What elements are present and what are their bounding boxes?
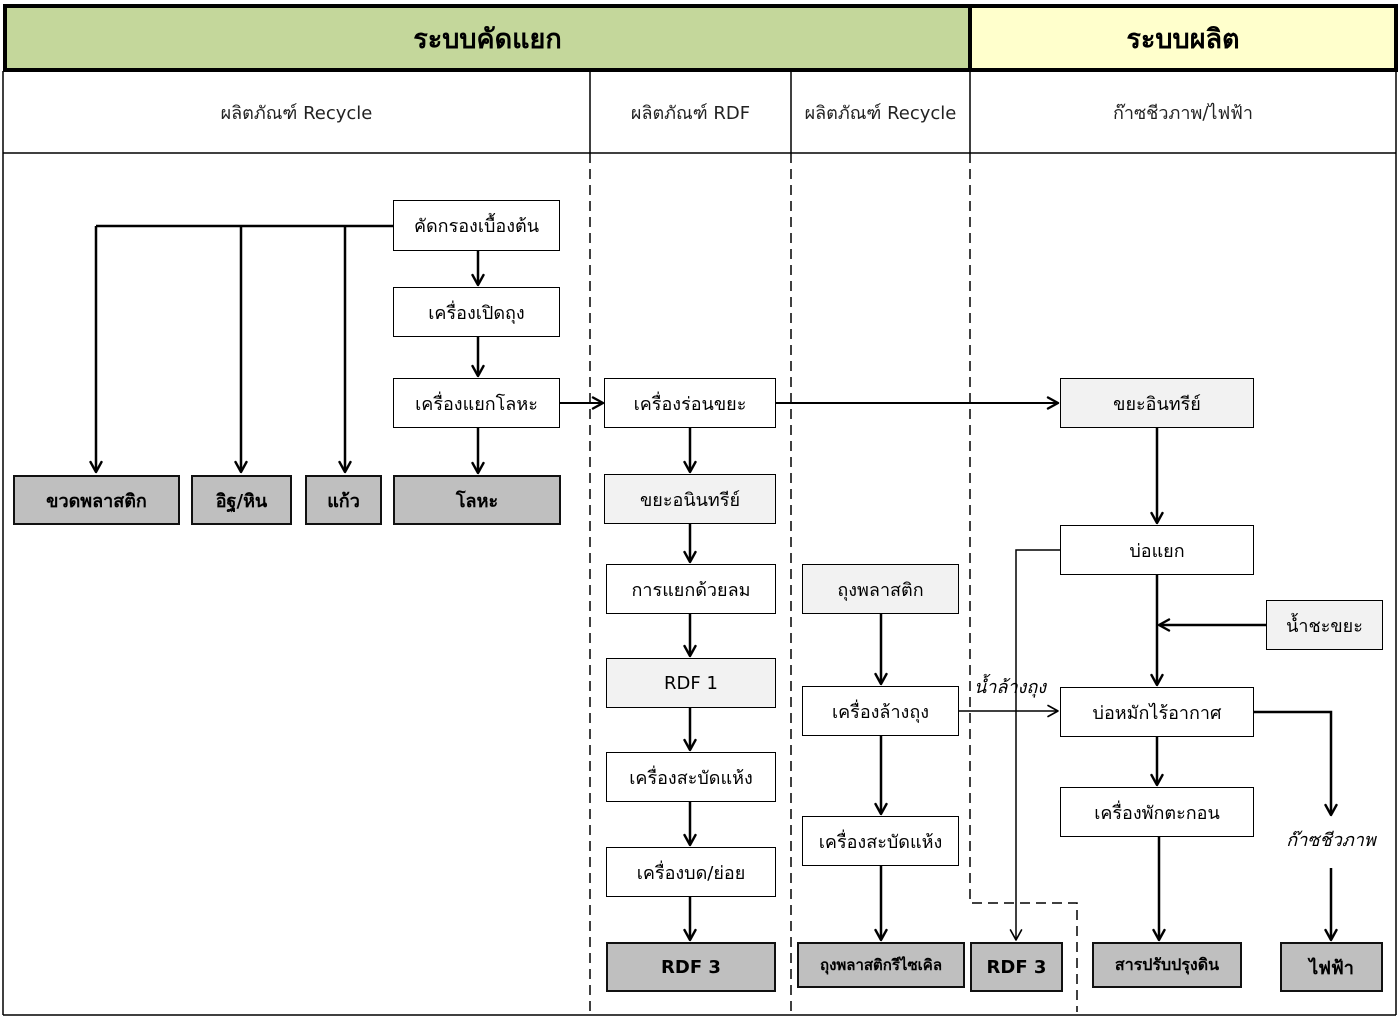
dashed-separator-3 [969,153,1078,1012]
column-header-rdf-products: ผลิตภัณฑ์ RDF [630,102,751,124]
organic-waste-box: ขยะอินทรีย์ [1060,378,1254,428]
arrow-digester-to-biogas [1254,710,1338,817]
recycled-bags-product: ถุงพลาสติกรีไซเคิล [797,942,965,988]
bag-washer-box: เครื่องล้างถุง [802,686,959,736]
trommel-box: เครื่องร่อนขยะ [604,378,776,428]
table-frame [2,71,1397,1016]
column-header-biogas-electricity: ก๊าซชีวภาพ/ไฟฟ้า [1112,102,1254,124]
biogas-label: ก๊าซชีวภาพ [1286,830,1376,851]
sediment-tank-box: เครื่องพักตะกอน [1060,787,1254,837]
inorganic-waste-box: ขยะอนินทรีย์ [604,474,776,524]
wash-water-label: น้ำล้างถุง [974,677,1047,698]
screening-box: คัดกรองเบื้องต้น [393,200,560,251]
electricity-product: ไฟฟ้า [1280,942,1383,992]
brick-stone-product: อิฐ/หิน [191,475,292,525]
shredder-box: เครื่องบด/ย่อย [606,847,776,897]
bag-dryer-box: เครื่องสะบัดแห้ง [802,816,959,866]
metal-product: โลหะ [393,475,561,525]
bag-opener-box: เครื่องเปิดถุง [393,287,560,337]
column-header-recycle-bag-products: ผลิตภัณฑ์ Recycle [804,102,957,124]
rdf3-product: RDF 3 [606,942,776,992]
plastic-bags-box: ถุงพลาสติก [802,564,959,614]
biogas-rdf3-product: RDF 3 [970,942,1063,992]
dashed-separators [589,153,1078,1015]
column-header-recycle-products: ผลิตภัณฑ์ Recycle [220,102,373,124]
arrow-separation-pond-to-rdf3 [1009,549,1060,941]
leachate-box: น้ำชะขยะ [1266,600,1383,650]
soil-conditioner-product: สารปรับปรุงดิน [1092,942,1242,988]
rdf-dryer-box: เครื่องสะบัดแห้ง [606,752,776,802]
metal-separator-box: เครื่องแยกโลหะ [393,378,560,428]
rdf1-box: RDF 1 [606,658,776,708]
production-system-header: ระบบผลิต [968,4,1398,72]
plastic-bottles-product: ขวดพลาสติก [13,475,180,525]
sorting-system-header: ระบบคัดแยก [3,4,972,72]
anaerobic-digester-box: บ่อหมักไร้อากาศ [1060,687,1254,737]
separation-pond-box: บ่อแยก [1060,525,1254,575]
glass-product: แก้ว [305,475,382,525]
air-separation-box: การแยกด้วยลม [606,564,776,614]
